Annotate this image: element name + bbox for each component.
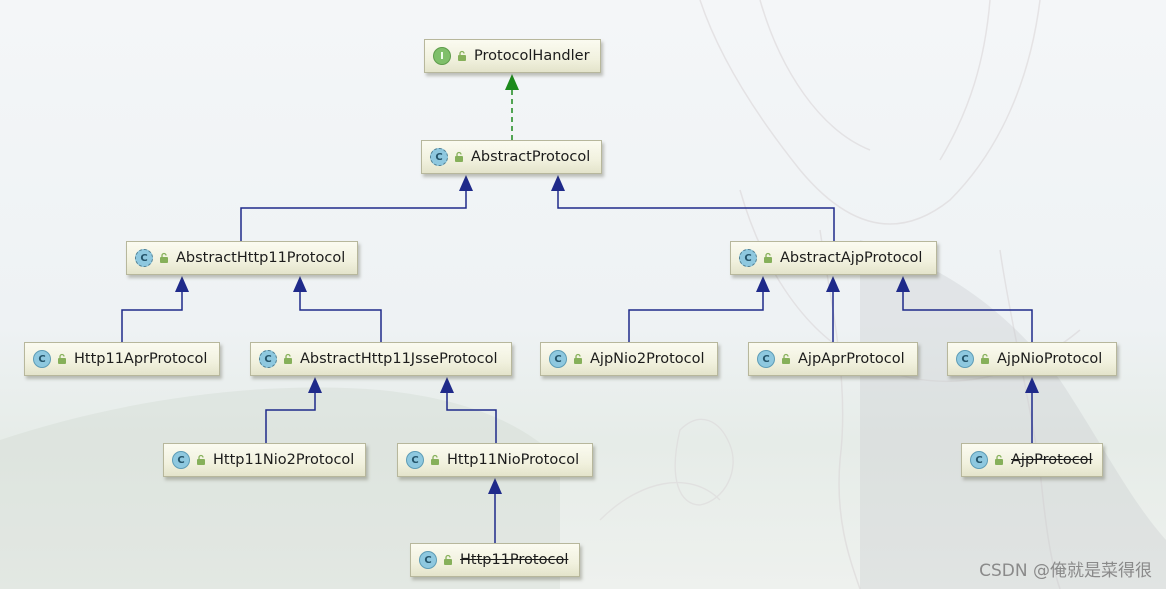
- interface-icon: I: [433, 47, 451, 65]
- lock-icon: [431, 454, 439, 465]
- node-abstract-protocol[interactable]: C AbstractProtocol: [421, 140, 602, 174]
- edge-arrowhead: [308, 377, 322, 393]
- class-icon: C: [970, 451, 988, 469]
- edge-extends-line: [299, 292, 382, 342]
- node-http11-apr-protocol[interactable]: C Http11AprProtocol: [24, 342, 220, 376]
- class-icon: C: [406, 451, 424, 469]
- edge-extends-line: [557, 191, 835, 241]
- class-icon: C: [419, 551, 437, 569]
- abstract-class-icon: C: [739, 249, 757, 267]
- edge-arrowhead: [756, 276, 770, 292]
- edge-arrowhead: [826, 276, 840, 292]
- lock-icon: [455, 151, 463, 162]
- node-http11-nio2-protocol[interactable]: C Http11Nio2Protocol: [163, 443, 366, 477]
- node-label: AjpAprProtocol: [798, 351, 905, 367]
- node-ajp-apr-protocol[interactable]: C AjpAprProtocol: [748, 342, 918, 376]
- abstract-class-icon: C: [430, 148, 448, 166]
- edge-arrowhead: [175, 276, 189, 292]
- class-icon: C: [33, 350, 51, 368]
- csdn-watermark: CSDN @俺就是菜得很: [979, 561, 1152, 581]
- lock-icon: [764, 252, 772, 263]
- node-label: AbstractHttp11Protocol: [176, 250, 346, 266]
- lock-icon: [284, 353, 292, 364]
- edge-extends-line: [265, 393, 316, 443]
- abstract-class-icon: C: [259, 350, 277, 368]
- node-label: AbstractHttp11JsseProtocol: [300, 351, 498, 367]
- edge-extends-line: [446, 393, 497, 443]
- node-label: Http11AprProtocol: [74, 351, 208, 367]
- node-label: AjpProtocol: [1011, 452, 1093, 468]
- lock-icon: [782, 353, 790, 364]
- lock-icon: [458, 50, 466, 61]
- node-protocol-handler[interactable]: I ProtocolHandler: [424, 39, 601, 73]
- edge-arrowhead: [293, 276, 307, 292]
- edge-arrowhead: [551, 175, 565, 191]
- edge-arrowhead: [505, 74, 519, 90]
- lock-icon: [574, 353, 582, 364]
- node-abstract-http11-protocol[interactable]: C AbstractHttp11Protocol: [126, 241, 358, 275]
- node-ajp-nio2-protocol[interactable]: C AjpNio2Protocol: [540, 342, 718, 376]
- edge-extends-line: [628, 292, 764, 342]
- node-label: ProtocolHandler: [474, 48, 590, 64]
- abstract-class-icon: C: [135, 249, 153, 267]
- class-icon: C: [956, 350, 974, 368]
- node-label: AbstractProtocol: [471, 149, 591, 165]
- class-icon: C: [757, 350, 775, 368]
- lock-icon: [995, 454, 1003, 465]
- edge-arrowhead: [488, 478, 502, 494]
- node-label: AjpNioProtocol: [997, 351, 1103, 367]
- node-ajp-nio-protocol[interactable]: C AjpNioProtocol: [947, 342, 1117, 376]
- edge-extends-line: [121, 292, 183, 342]
- node-ajp-protocol[interactable]: C AjpProtocol: [961, 443, 1103, 477]
- lock-icon: [444, 554, 452, 565]
- node-label: Http11NioProtocol: [447, 452, 580, 468]
- lock-icon: [981, 353, 989, 364]
- edge-arrowhead: [896, 276, 910, 292]
- lock-icon: [58, 353, 66, 364]
- node-label: Http11Protocol: [460, 552, 569, 568]
- class-icon: C: [172, 451, 190, 469]
- edge-arrowhead: [440, 377, 454, 393]
- class-icon: C: [549, 350, 567, 368]
- edge-extends-line: [902, 292, 1033, 342]
- lock-icon: [197, 454, 205, 465]
- lock-icon: [160, 252, 168, 263]
- node-label: AbstractAjpProtocol: [780, 250, 923, 266]
- edge-extends-line: [240, 191, 467, 241]
- node-http11-protocol[interactable]: C Http11Protocol: [410, 543, 580, 577]
- node-label: AjpNio2Protocol: [590, 351, 705, 367]
- edge-arrowhead: [459, 175, 473, 191]
- node-label: Http11Nio2Protocol: [213, 452, 355, 468]
- node-abstract-http11-jsse-protocol[interactable]: C AbstractHttp11JsseProtocol: [250, 342, 512, 376]
- node-abstract-ajp-protocol[interactable]: C AbstractAjpProtocol: [730, 241, 937, 275]
- edge-arrowhead: [1025, 377, 1039, 393]
- node-http11-nio-protocol[interactable]: C Http11NioProtocol: [397, 443, 593, 477]
